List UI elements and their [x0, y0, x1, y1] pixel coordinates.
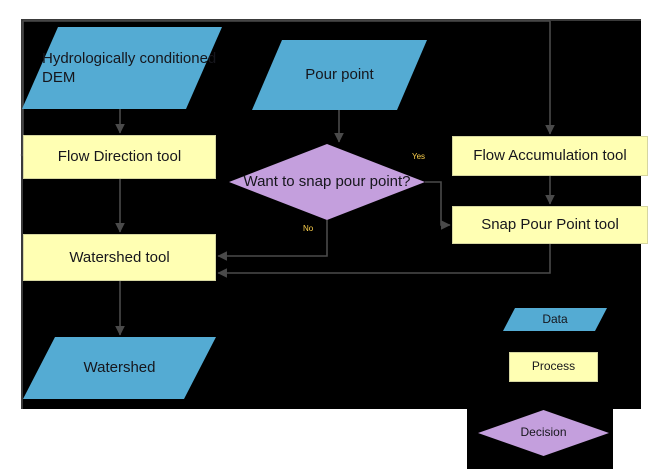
node-label: Flow Direction tool — [57, 148, 182, 166]
node-label: Watershed — [83, 359, 156, 377]
legend-decision-label: Decision — [520, 425, 567, 440]
diamond-icon — [478, 410, 609, 456]
diamond-icon — [229, 144, 425, 220]
node-label: Watershed tool — [69, 248, 170, 266]
node-label: Pour point — [305, 66, 374, 84]
parallelogram-icon — [23, 337, 216, 399]
node-watershed[interactable]: Watershed — [23, 337, 216, 399]
edge-label-yes: Yes — [412, 152, 426, 161]
node-label: Flow Accumulation tool — [473, 147, 627, 165]
legend-process-label: Process — [531, 359, 576, 374]
node-label: Hydrologically conditioned DEM — [42, 49, 217, 86]
node-snap-pour-point-tool[interactable]: Snap Pour Point tool — [452, 206, 648, 244]
legend-decision-shape: Decision — [478, 410, 609, 456]
node-watershed-tool[interactable]: Watershed tool — [23, 234, 216, 281]
legend-data-label: Data — [542, 311, 568, 326]
legend-data-shape: Data — [503, 308, 607, 331]
link-decision-yes-to-snap — [425, 181, 451, 230]
node-flow-accumulation-tool[interactable]: Flow Accumulation tool — [452, 136, 648, 176]
node-label: Want to snap pour point? — [243, 173, 411, 191]
parallelogram-icon — [503, 308, 607, 331]
node-label: Snap Pour Point tool — [481, 216, 619, 234]
parallelogram-icon — [252, 40, 427, 110]
link-decision-no-to-watertool — [217, 220, 328, 261]
node-hydrologically-conditioned-dem[interactable]: Hydrologically conditioned DEM — [22, 27, 222, 109]
edge-label-no: No — [303, 224, 314, 233]
node-flow-direction-tool[interactable]: Flow Direction tool — [23, 135, 216, 179]
legend-process-shape: Process — [509, 352, 598, 382]
node-want-to-snap-pour-point-decision[interactable]: Want to snap pour point? — [229, 144, 425, 220]
node-pour-point[interactable]: Pour point — [252, 40, 427, 110]
link-snap-to-watertool — [217, 244, 551, 278]
parallelogram-icon — [22, 27, 222, 109]
